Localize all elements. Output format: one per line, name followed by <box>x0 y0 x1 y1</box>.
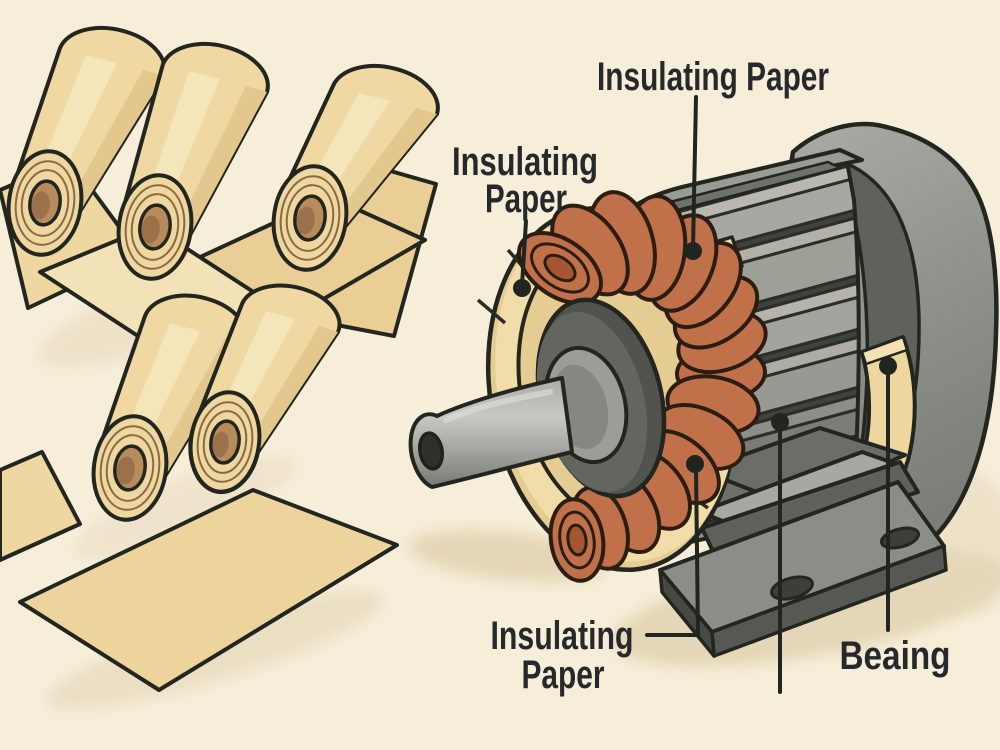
leader-dot-top <box>684 242 702 260</box>
leader-line-left <box>520 219 528 287</box>
leader-dot-stator <box>771 413 789 431</box>
shaft-bore <box>417 431 445 471</box>
bolt-hole <box>880 526 920 550</box>
paper-roll <box>188 283 342 495</box>
paper-sheet <box>0 450 82 562</box>
label-insulating-paper-left-line2: Paper <box>485 177 567 221</box>
label-insulating-paper-bottom-line1: Insulating <box>491 614 634 658</box>
leader-line-top <box>691 95 698 250</box>
shaft <box>408 345 629 489</box>
paper-stock-illustration <box>0 26 440 692</box>
paper-roll <box>116 42 270 281</box>
label-insulating-paper-top: Insulating Paper <box>597 55 829 99</box>
label-bearing: Beaing <box>840 634 951 678</box>
leader-dot-left <box>513 279 531 297</box>
leader-dot-bearing <box>879 357 897 375</box>
paper-sheet <box>18 488 399 692</box>
label-insulating-paper-bottom-line2: Paper <box>522 653 605 697</box>
paper-roll <box>271 64 440 272</box>
leader-lines <box>513 95 897 694</box>
label-insulating-paper-left-line1: Insulating <box>452 140 598 184</box>
leader-dot-bottom <box>686 455 704 473</box>
paper-roll <box>6 26 167 257</box>
copper-windings <box>517 190 768 583</box>
leader-line-bottom <box>645 466 701 637</box>
labels: Insulating Paper Insulating Paper Insula… <box>452 55 951 697</box>
